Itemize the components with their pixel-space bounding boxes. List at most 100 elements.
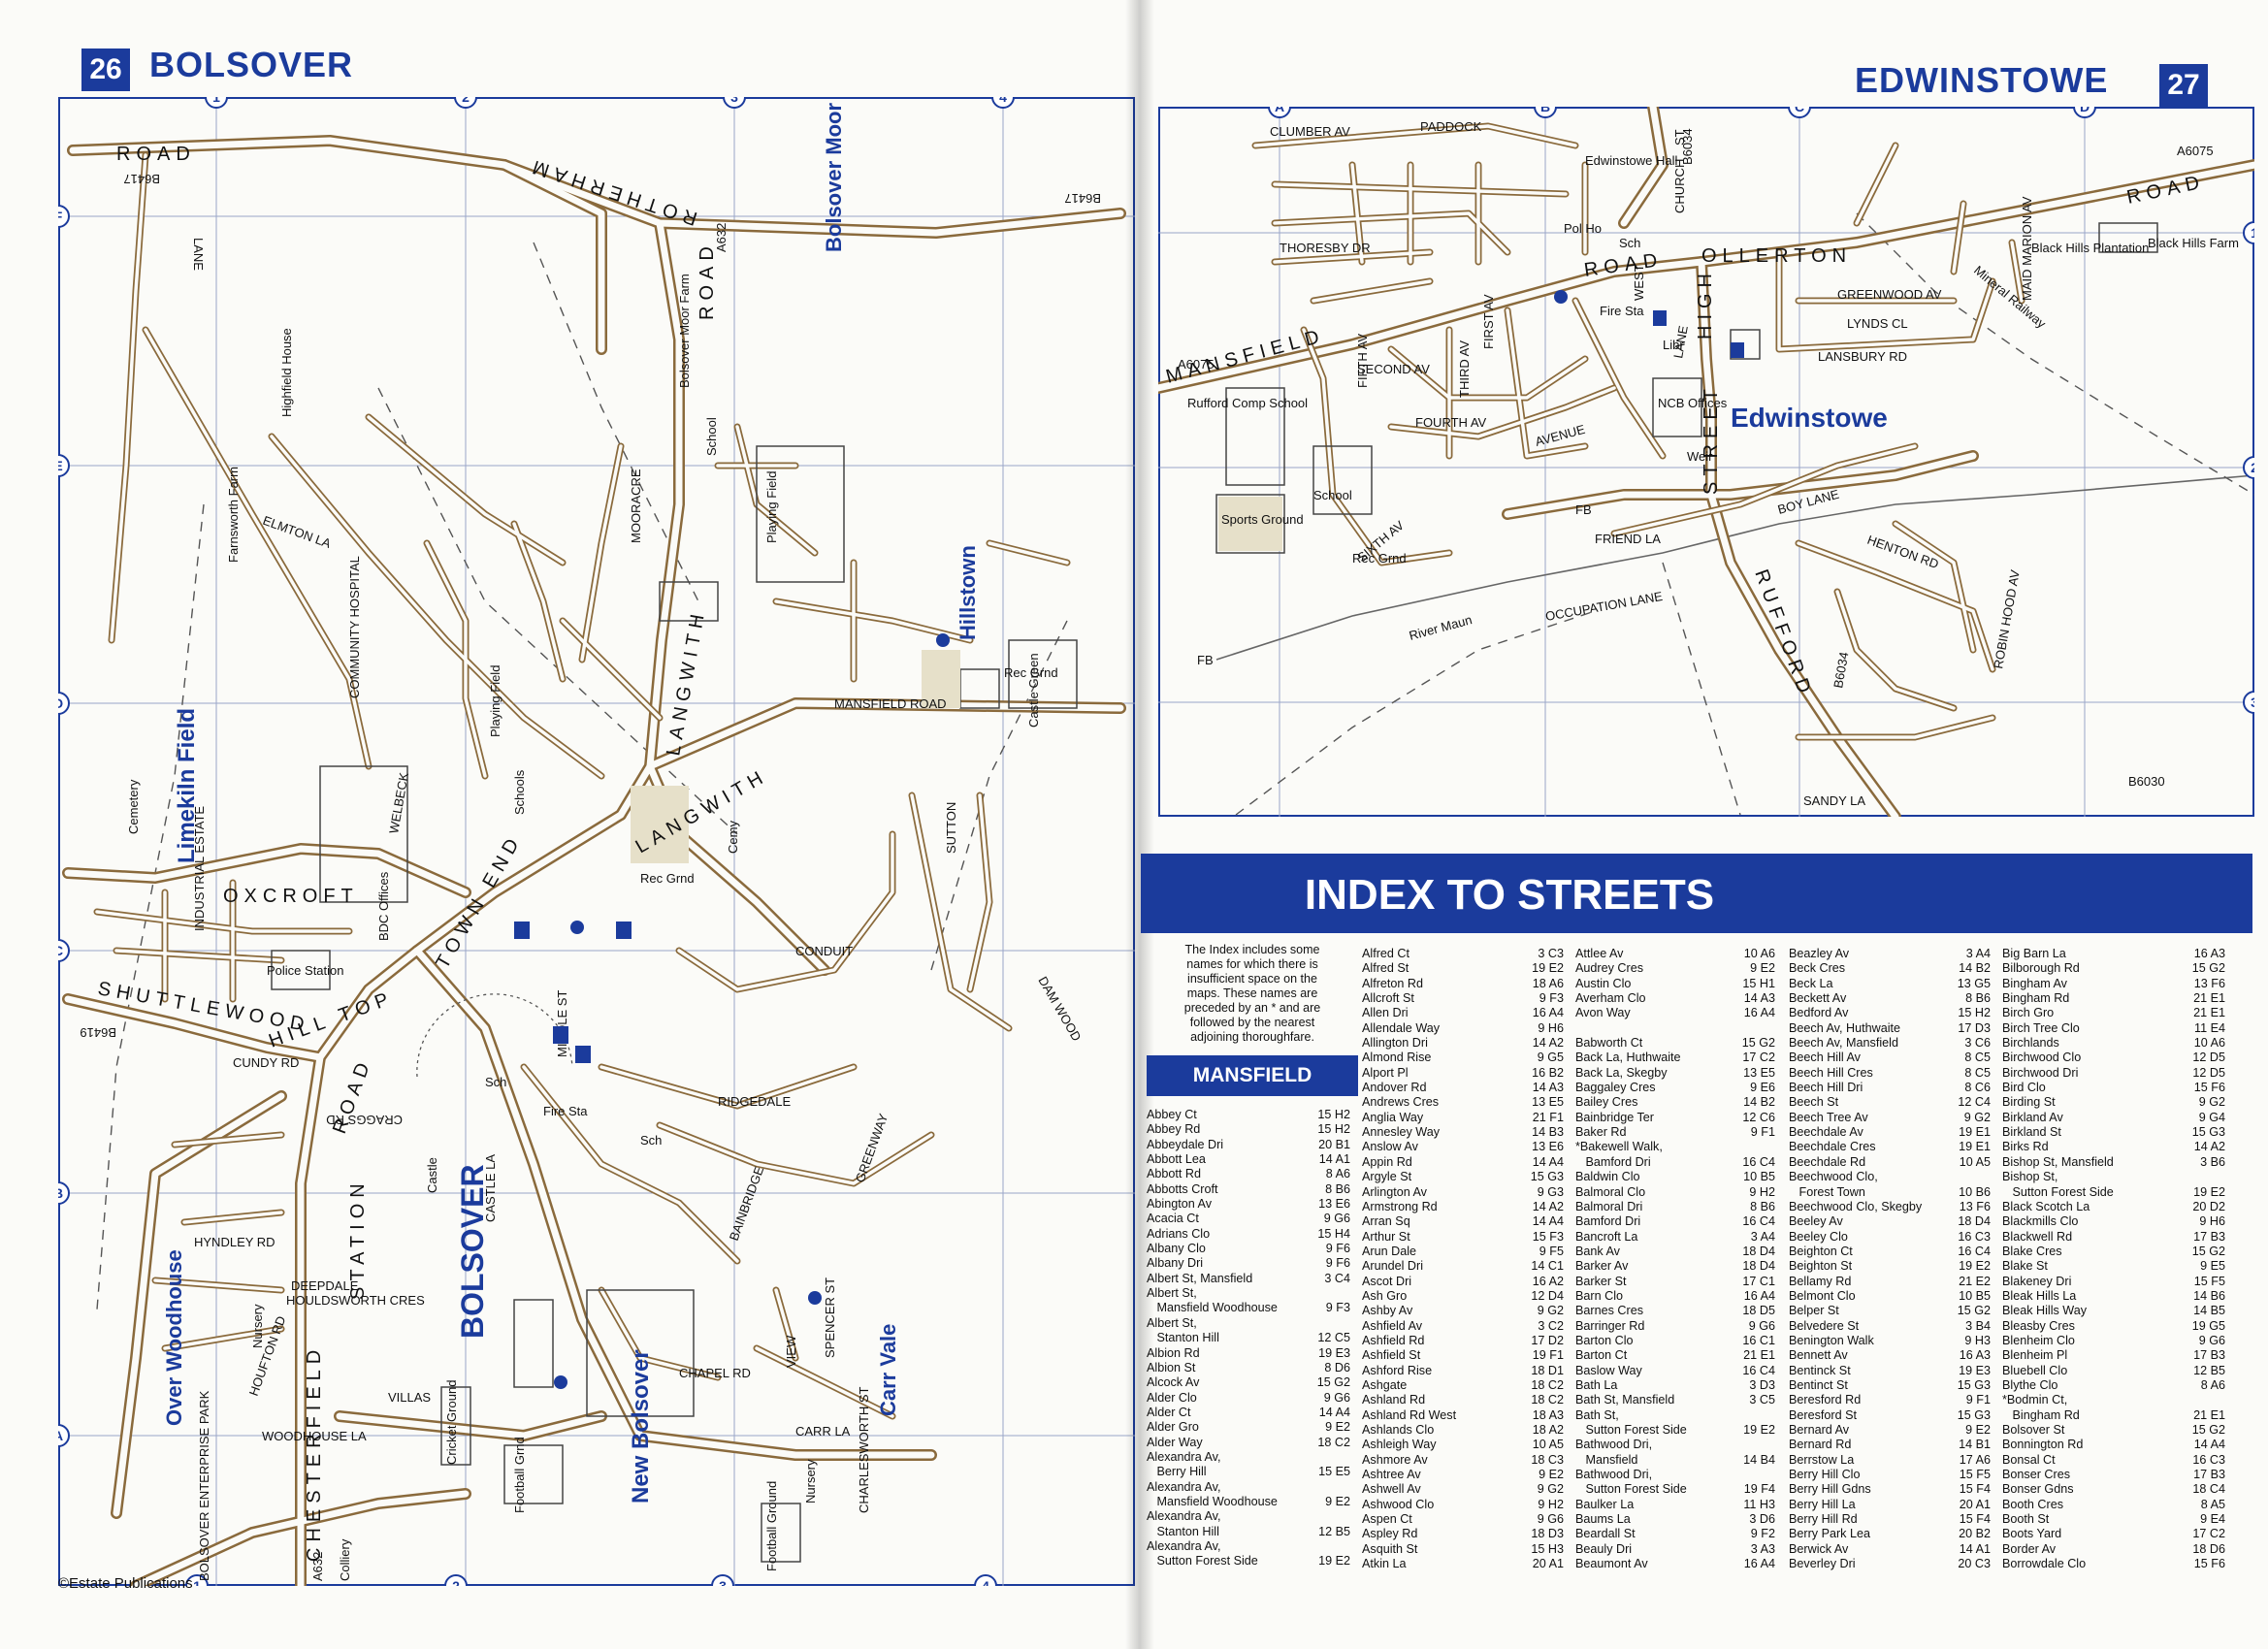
svg-text:A632: A632 [714, 223, 729, 252]
index-street-name: Birch Tree Clo [2002, 1020, 2080, 1035]
index-street-name: Abbeydale Dri [1147, 1137, 1224, 1151]
index-street-name: Blackwell Rd [2002, 1229, 2073, 1244]
index-map-reference: 3 A4 [1965, 947, 1991, 960]
index-street-name: Barnes Cres [1575, 1304, 1643, 1318]
index-street-name: Beeley Av [1789, 1214, 1843, 1229]
index-map-reference: 14 B1 [1959, 1438, 1991, 1452]
index-map-reference [1987, 1170, 1991, 1184]
index-street-name: Abbotts Croft [1147, 1181, 1218, 1196]
svg-text:FOURTH AV: FOURTH AV [1415, 415, 1487, 430]
index-map-reference: 8 A6 [2200, 1377, 2225, 1392]
label-community-hospital: COMMUNITY HOSPITAL [347, 556, 362, 698]
bolsover-map[interactable]: 1 2 3 4 1 2 3 4 F E D C B A Bolsover Moo… [58, 97, 1135, 1586]
index-map-reference: 9 H3 [1964, 1333, 1991, 1347]
index-map-reference: 9 G5 [1537, 1051, 1564, 1065]
index-street-name: Bellamy Rd [1789, 1274, 1852, 1288]
index-map-reference: 9 E2 [1325, 1494, 1350, 1508]
index-map-reference: 3 B4 [1965, 1318, 1991, 1333]
index-map-reference: 9 E6 [1750, 1081, 1775, 1095]
index-map-reference: 10 A5 [1959, 1154, 1991, 1169]
svg-text:LANE: LANE [1670, 324, 1691, 359]
svg-text:Football Ground: Football Ground [764, 1481, 779, 1571]
index-town-heading: MANSFIELD [1147, 1055, 1358, 1096]
label-cemetery: Cemetery [126, 779, 141, 834]
index-map-reference: 3 C4 [1324, 1271, 1350, 1285]
index-street-name: Baker Rd [1575, 1125, 1627, 1140]
index-street-name: Bathwood Dri, [1575, 1468, 1653, 1482]
index-map-reference [1346, 1316, 1350, 1331]
index-street-name: Beighton St [1789, 1259, 1853, 1274]
index-street-name: Bleak Hills La [2002, 1288, 2077, 1303]
index-map-reference: 12 B5 [2193, 1363, 2225, 1377]
index-map-reference: 16 B2 [1532, 1065, 1564, 1080]
svg-text:A6075: A6075 [2177, 144, 2214, 158]
index-street-name: Blenheim Pl [2002, 1348, 2068, 1363]
label-over-woodhouse: Over Woodhouse [162, 1249, 186, 1426]
index-street-name: Ashleigh Way [1362, 1438, 1437, 1452]
index-entry: Bernard Rd 14 B1 [1789, 1438, 1991, 1452]
index-street-name: Arun Dale [1362, 1244, 1417, 1258]
index-street-name: Beechdale Rd [1789, 1154, 1866, 1169]
svg-text:RIDGEDALE: RIDGEDALE [718, 1094, 791, 1109]
index-map-reference: 12 D5 [2192, 1051, 2225, 1065]
index-map-reference: 9 H6 [2199, 1214, 2225, 1229]
index-street-name: Ashmore Av [1362, 1452, 1428, 1467]
index-map-reference: 10 B6 [1959, 1184, 1991, 1199]
index-map-reference: 18 D4 [1742, 1244, 1775, 1258]
index-map-reference: 16 A4 [1743, 1006, 1775, 1020]
index-street-name: Bernard Rd [1789, 1438, 1852, 1452]
svg-text:FIFTH AV: FIFTH AV [1355, 334, 1370, 388]
index-street-name: Austin Clo [1575, 976, 1632, 990]
index-map-reference: 9 G6 [1748, 1318, 1775, 1333]
label-highfield-house: Highfield House [279, 328, 294, 417]
index-map-reference: 9 G6 [1323, 1212, 1350, 1226]
svg-text:A632: A632 [310, 1552, 325, 1581]
index-entry: Albert St, [1147, 1316, 1350, 1331]
edwinstowe-map[interactable]: A B C D 1 2 3 Edwinstowe Edwinstowe Hall… [1158, 107, 2254, 817]
index-street-name: Ashford Rise [1362, 1363, 1433, 1377]
index-street-name: Booth Cres [2002, 1497, 2063, 1511]
svg-text:3: 3 [2251, 695, 2254, 710]
svg-text:3: 3 [730, 97, 738, 105]
index-map-reference [1771, 1438, 1775, 1452]
index-street-name: Barton Ct [1575, 1348, 1628, 1363]
index-street-name: Aspen Ct [1362, 1512, 1412, 1527]
index-map-reference: 14 A4 [1532, 1214, 1564, 1229]
index-street-name: Berry Hill [1147, 1465, 1207, 1479]
label-bolsover-town: BOLSOVER [455, 1164, 490, 1339]
svg-text:Sch: Sch [1619, 236, 1640, 250]
index-map-reference: 9 H2 [1538, 1497, 1564, 1511]
index-map-reference: 3 A4 [1750, 1229, 1775, 1244]
index-map-reference: 16 C3 [2192, 1452, 2225, 1467]
page-bolsover: 26 BOLSOVER [0, 0, 1141, 1649]
